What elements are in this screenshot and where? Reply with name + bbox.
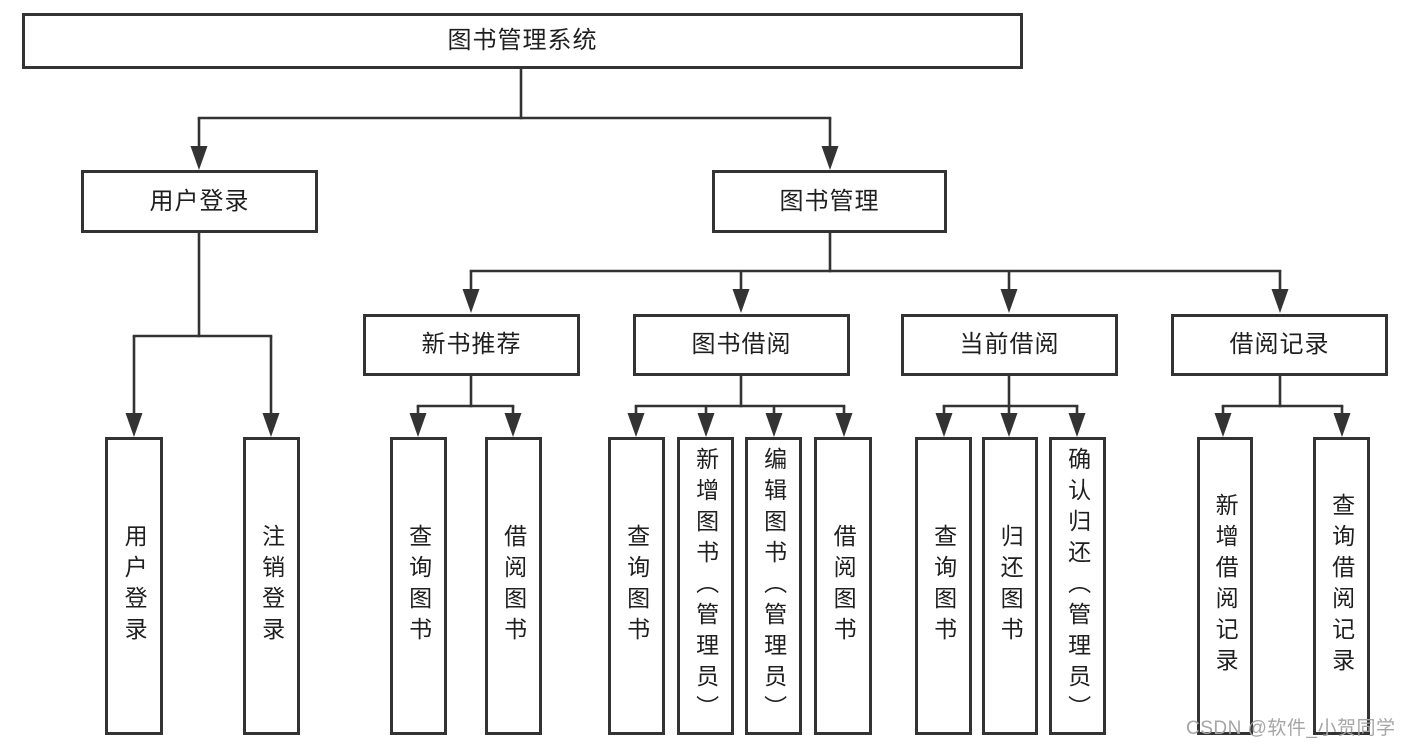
- leaf-query-books-recommend: 查询图书: [390, 437, 447, 735]
- connector-group: [1214, 374, 1351, 437]
- leaf-label: 查询图书: [405, 524, 432, 648]
- leaf-label: 新增借阅记录: [1212, 493, 1239, 679]
- node-label: 图书管理系统: [447, 27, 598, 54]
- leaf-label: 查询图书: [623, 524, 650, 648]
- leaf-label: 新增图书（管理员）: [692, 446, 719, 726]
- leaf-label: 查询借阅记录: [1328, 493, 1355, 679]
- leaf-add-book-admin: 新增图书（管理员）: [677, 437, 734, 735]
- connector-group: [190, 66, 839, 170]
- leaf-borrow-books-recommend: 借阅图书: [485, 437, 542, 735]
- leaf-return-books: 归还图书: [982, 437, 1038, 735]
- leaf-label: 用户登录: [121, 524, 148, 648]
- leaf-edit-book-admin: 编辑图书（管理员）: [745, 437, 802, 735]
- leaf-label: 借阅图书: [830, 524, 857, 648]
- leaf-label: 借阅图书: [500, 524, 527, 648]
- node-book-borrowing: 图书借阅: [633, 314, 850, 376]
- node-borrowing-records: 借阅记录: [1171, 314, 1388, 376]
- leaf-label: 注销登录: [258, 524, 285, 648]
- node-new-book-recommend: 新书推荐: [363, 314, 580, 376]
- node-label: 用户登录: [149, 187, 250, 215]
- leaf-label: 查询图书: [930, 524, 957, 648]
- node-library-management-system: 图书管理系统: [22, 13, 1023, 69]
- node-user-login: 用户登录: [81, 170, 318, 233]
- leaf-query-borrow-record: 查询借阅记录: [1313, 437, 1370, 735]
- node-label: 当前借阅: [959, 331, 1060, 358]
- leaf-add-borrow-record: 新增借阅记录: [1197, 437, 1253, 735]
- leaf-user-login: 用户登录: [105, 437, 163, 735]
- leaf-borrow-books-borrowing: 借阅图书: [814, 437, 872, 735]
- node-current-borrowing: 当前借阅: [901, 314, 1118, 376]
- connector-group: [409, 374, 522, 437]
- node-label: 图书管理: [779, 187, 880, 215]
- leaf-label: 确认归还（管理员）: [1064, 446, 1091, 726]
- connector-group: [627, 374, 853, 437]
- connector-group: [462, 231, 1289, 313]
- node-label: 新书推荐: [421, 331, 522, 358]
- leaf-label: 编辑图书（管理员）: [760, 446, 787, 726]
- leaf-confirm-return-admin: 确认归还（管理员）: [1049, 437, 1106, 735]
- node-book-management: 图书管理: [712, 170, 947, 233]
- leaf-logout: 注销登录: [243, 437, 300, 735]
- node-label: 借阅记录: [1229, 331, 1330, 358]
- leaf-query-books-current: 查询图书: [915, 437, 972, 735]
- connector-group: [935, 374, 1086, 437]
- leaf-label: 归还图书: [997, 524, 1024, 648]
- leaf-query-books-borrowing: 查询图书: [608, 437, 665, 735]
- node-label: 图书借阅: [691, 331, 792, 358]
- connector-group: [125, 231, 280, 437]
- csdn-watermark: CSDN @软件_小贺同学: [1186, 718, 1396, 739]
